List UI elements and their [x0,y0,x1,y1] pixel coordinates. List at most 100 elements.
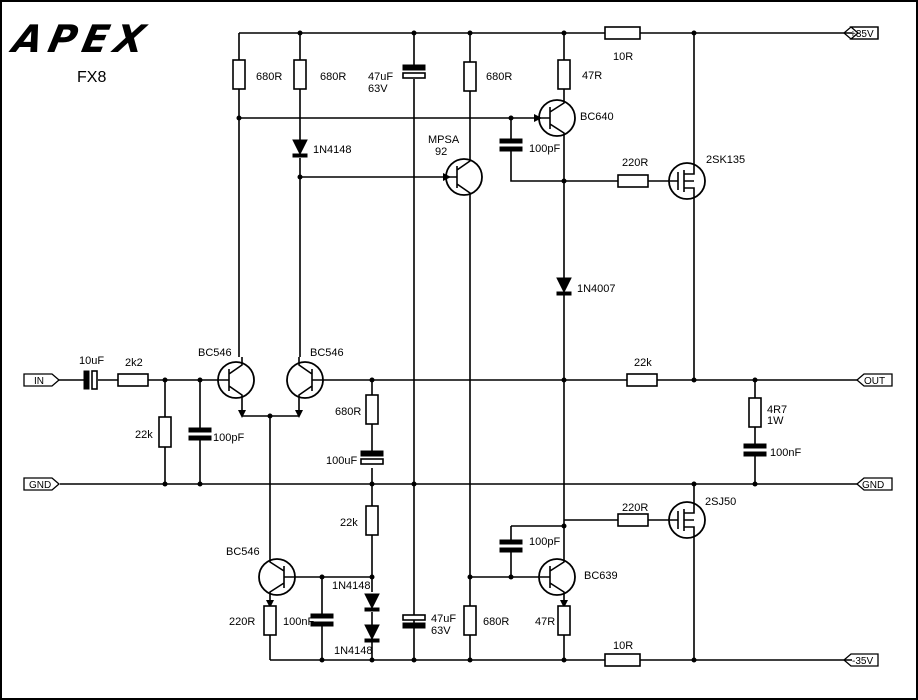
diode-1n4148-bottom-1: 1N4148 [332,580,380,612]
svg-text:47uF: 47uF [368,71,393,83]
resistor-680r-mpsa: 680R [463,33,512,157]
svg-text:680R: 680R [320,71,346,83]
apex-logo: APEX [6,17,155,62]
svg-text:1N4148: 1N4148 [334,645,373,657]
resistor-2k2: 2k2 [117,357,218,387]
resistor-680r-feedback: 680R [335,380,379,484]
svg-text:47uF: 47uF [431,613,456,625]
svg-text:22k: 22k [634,357,652,369]
mosfet-2sk135: 2SK135 [668,33,745,380]
cap-100pf-top: 100pF [499,118,618,182]
transistor-bc640: BC640 [539,99,614,278]
resistor-22k-input: 22k [135,380,172,484]
svg-text:100nF: 100nF [283,616,314,628]
transistor-mpsa92: MPSA 92 [428,134,483,577]
svg-text:BC639: BC639 [584,570,618,582]
resistor-4r7-zobel: 4R7 1W [748,380,787,484]
cap-100pf-input: 100pF [188,380,244,484]
svg-text:680R: 680R [483,616,509,628]
resistor-47r-bottom: 47R [535,605,571,660]
svg-text:2SK135: 2SK135 [706,154,745,166]
svg-text:2SJ50: 2SJ50 [705,496,736,508]
port-gnd-right: GND [856,477,893,491]
svg-text:1N4148: 1N4148 [332,580,371,592]
svg-text:10R: 10R [613,640,633,652]
cap-100nf-q3: 100nF [283,577,334,660]
resistor-10r-bottom: 10R [604,640,641,667]
svg-text:220R: 220R [229,616,255,628]
svg-text:IN: IN [34,376,44,387]
cap-47uf-bottom: 47uF 63V [402,613,456,637]
resistor-47r-top: 47R [557,33,602,100]
diode-1n4007: 1N4007 [556,277,616,560]
svg-text:BC546: BC546 [198,347,232,359]
svg-text:1N4007: 1N4007 [577,283,616,295]
cap-100pf-bottom: 100pF [499,525,564,577]
svg-text:100pF: 100pF [213,432,244,444]
tail-wire [242,415,299,560]
svg-text:GND: GND [862,480,884,491]
svg-text:22k: 22k [135,429,153,441]
resistor-220r-q3: 220R [229,605,277,660]
svg-text:22k: 22k [340,517,358,529]
cap-100nf-zobel: 100nF [743,443,801,459]
port-vpos: +35V [843,26,879,40]
cap-100uf-feedback: 100uF [326,450,384,467]
resistor-22k-feedback: 22k [626,357,658,387]
svg-text:220R: 220R [622,157,648,169]
svg-text:63V: 63V [368,83,388,95]
transistor-q2-bc546: BC546 [286,347,344,416]
transistor-q1-bc546: BC546 [198,347,255,416]
resistor-10r-top: 10R [604,26,641,63]
resistor-220r-bottom: 220R [564,502,670,527]
cap-47uf-top: 47uF 63V [368,33,426,660]
resistor-680r-bottom: 680R [463,576,540,660]
port-gnd-left: GND [23,477,60,491]
port-vneg: -35V [843,653,879,667]
svg-text:680R: 680R [335,406,361,418]
resistor-220r-top: 220R [617,157,670,188]
svg-text:10R: 10R [613,51,633,63]
cap-input-10uf: 10uF [59,355,118,390]
svg-text:BC640: BC640 [580,111,614,123]
svg-text:+35V: +35V [850,29,874,40]
resistor-22k-bias: 22k [340,484,379,660]
svg-text:2k2: 2k2 [125,357,143,369]
svg-text:680R: 680R [256,71,282,83]
mosfet-2sj50: 2SJ50 [668,484,736,660]
resistor-680r-q1: 680R [232,33,540,357]
svg-text:BC546: BC546 [310,347,344,359]
svg-text:1W: 1W [767,415,784,427]
svg-text:OUT: OUT [864,376,885,387]
svg-text:100uF: 100uF [326,455,357,467]
svg-text:10uF: 10uF [79,355,104,367]
diode-1n4148-top: 1N4148 [292,139,352,158]
rails [60,32,858,661]
svg-text:100pF: 100pF [529,536,560,548]
svg-text:4R7: 4R7 [767,404,787,416]
svg-text:100pF: 100pF [529,143,560,155]
resistor-680r-q2: 680R [293,33,449,357]
svg-text:92: 92 [435,146,447,158]
junctions [162,30,758,663]
svg-text:220R: 220R [622,502,648,514]
svg-text:BC546: BC546 [226,546,260,558]
svg-text:1N4148: 1N4148 [313,144,352,156]
diode-1n4148-bottom-2: 1N4148 [334,624,380,657]
model-name: FX8 [77,69,106,86]
svg-text:47R: 47R [582,70,602,82]
svg-text:GND: GND [29,480,51,491]
svg-text:47R: 47R [535,616,555,628]
port-in: IN [23,373,60,387]
svg-text:-35V: -35V [852,656,873,667]
svg-text:680R: 680R [486,71,512,83]
svg-text:MPSA: MPSA [428,134,460,146]
logo-text: APEX [6,17,155,62]
port-out: OUT [856,373,893,387]
svg-text:63V: 63V [431,625,451,637]
transistor-bc639: BC639 [538,558,618,606]
transistor-q3-bc546: BC546 [226,546,372,606]
